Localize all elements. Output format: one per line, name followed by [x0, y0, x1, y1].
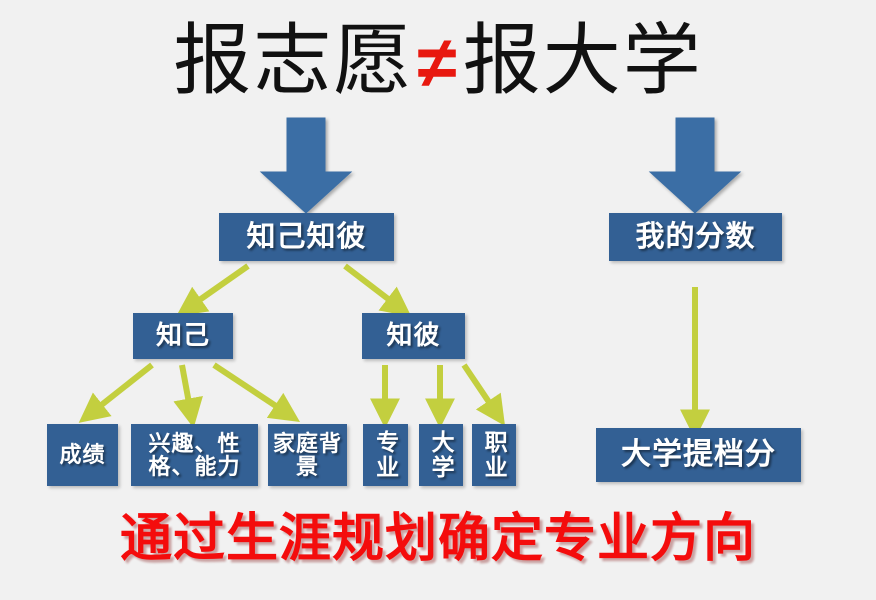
- block-arrow-to-know-self-other: [259, 117, 353, 214]
- page-title: 报志愿≠报大学: [0, 12, 876, 111]
- node-grades[interactable]: 成绩: [47, 424, 118, 486]
- arrow-know-self-other-to-know-other: [343, 263, 412, 317]
- node-grades-label: 成绩: [59, 442, 106, 468]
- node-admission-score[interactable]: 大学提档分: [596, 428, 801, 482]
- node-my-score[interactable]: 我的分数: [609, 213, 782, 261]
- arrow-know-self-to-family: [212, 362, 301, 422]
- node-major-label: 专业: [372, 430, 399, 480]
- node-know-self[interactable]: 知己: [133, 313, 233, 359]
- block-arrow-to-my-score: [648, 117, 742, 214]
- node-admission-score-label: 大学提档分: [621, 438, 776, 472]
- node-know-self-other[interactable]: 知己知彼: [219, 213, 394, 261]
- node-career[interactable]: 职业: [472, 424, 516, 486]
- node-university[interactable]: 大学: [419, 424, 463, 486]
- arrow-know-self-to-grades: [78, 362, 154, 423]
- not-equal-symbol: ≠: [417, 23, 459, 103]
- title-left-text: 报志愿: [173, 16, 414, 104]
- arrow-know-self-to-interest: [173, 364, 203, 429]
- bottom-banner-label: 通过生涯规划确定专业方向: [119, 510, 756, 568]
- bottom-banner: 通过生涯规划确定专业方向: [0, 505, 876, 573]
- node-know-other[interactable]: 知彼: [362, 313, 465, 359]
- node-university-label: 大学: [428, 430, 455, 480]
- node-interest[interactable]: 兴趣、性格、能力: [131, 424, 258, 486]
- node-major[interactable]: 专业: [363, 424, 408, 486]
- node-my-score-label: 我的分数: [635, 220, 756, 253]
- node-know-self-label: 知己: [155, 320, 210, 351]
- arrow-know-other-to-career: [461, 363, 506, 426]
- node-know-other-label: 知彼: [386, 320, 441, 351]
- title-right-text: 报大学: [462, 16, 703, 104]
- node-know-self-other-label: 知己知彼: [246, 220, 367, 253]
- arrow-know-self-other-to-know-self: [176, 263, 250, 317]
- node-career-label: 职业: [481, 430, 508, 480]
- node-interest-label: 兴趣、性格、能力: [148, 430, 241, 479]
- node-family[interactable]: 家庭背景: [268, 424, 347, 486]
- node-family-label: 家庭背景: [272, 430, 342, 479]
